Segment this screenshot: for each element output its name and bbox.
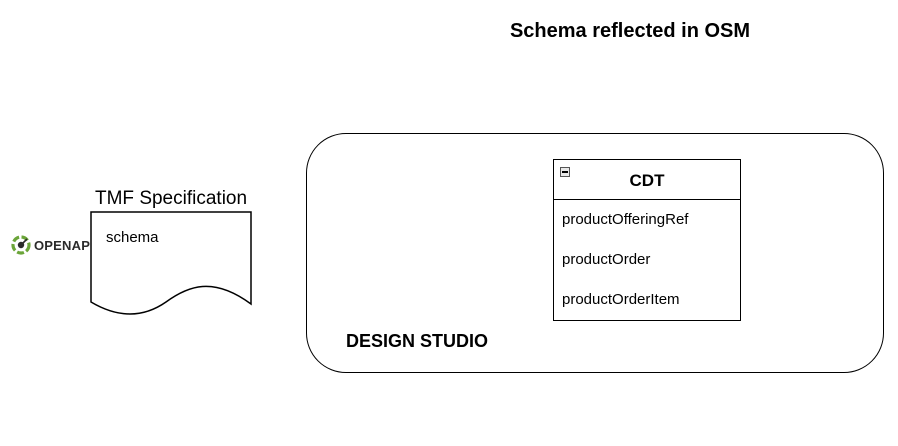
tmf-spec-title: TMF Specification: [95, 188, 248, 209]
tmf-document-shape: [90, 211, 252, 315]
page-title: Schema reflected in OSM: [509, 20, 751, 42]
tmf-document-content: schema: [106, 229, 159, 246]
openapi-logo-icon: [11, 235, 31, 255]
cdt-field-list: productOfferingRef productOrder productO…: [554, 200, 740, 329]
cdt-field: productOrderItem: [562, 291, 680, 308]
cdt-field: productOrder: [562, 251, 651, 268]
design-studio-container: [306, 133, 884, 373]
collapse-icon[interactable]: [560, 167, 570, 177]
cdt-box: CDT productOfferingRef productOrder prod…: [553, 159, 741, 321]
openapi-logo: OPENAPI: [10, 233, 94, 257]
cdt-header: CDT: [554, 160, 740, 200]
cdt-field: productOfferingRef: [562, 211, 689, 228]
openapi-logo-text: OPENAPI: [34, 237, 94, 253]
cdt-title: CDT: [629, 171, 665, 190]
design-studio-label: DESIGN STUDIO: [346, 331, 489, 351]
